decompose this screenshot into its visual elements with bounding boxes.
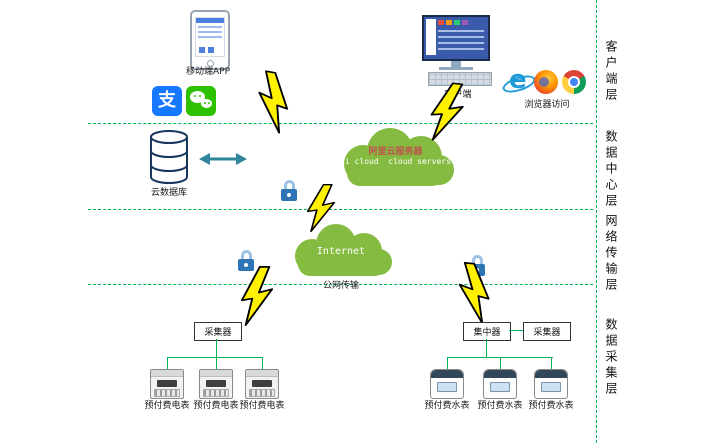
- connector-line: [167, 357, 263, 358]
- concentrator-box: 集中器: [463, 322, 511, 341]
- connector-line: [262, 358, 263, 369]
- lock-icon: [238, 250, 254, 271]
- browser-access-label: 浏览器访问: [524, 100, 570, 110]
- ali-cloud-subtitle: li cloud cloud servers: [340, 157, 451, 166]
- connector-line: [551, 358, 552, 369]
- internet-label: Internet: [316, 246, 366, 257]
- client-label: 客户端: [444, 90, 472, 100]
- lock-icon: [281, 180, 297, 201]
- desktop-computer-icon: [422, 15, 494, 87]
- collector-box-right: 采集器: [523, 322, 571, 341]
- alipay-icon: 支: [152, 86, 182, 116]
- lightning-bolt-icon: [240, 266, 274, 326]
- water-meter-label: 预付费水表: [424, 401, 470, 411]
- layer-divider-2: [88, 209, 593, 210]
- lightning-bolt-icon: [454, 261, 494, 325]
- water-meter-icon: [534, 369, 568, 399]
- layer-divider-3: [88, 284, 593, 285]
- ali-cloud-icon: 阿里云服务器 li cloud cloud servers: [333, 124, 458, 190]
- database-icon: [147, 128, 191, 190]
- layer-label-acquisition: 数据采集层: [604, 318, 618, 398]
- layer-label-client: 客户端层: [604, 40, 618, 104]
- lightning-bolt-icon: [427, 80, 467, 143]
- water-meter-icon: [430, 369, 464, 399]
- lightning-bolt-icon: [251, 70, 295, 135]
- water-meter-label: 预付费水表: [477, 401, 523, 411]
- keyboard-icon: [428, 72, 492, 86]
- wechat-icon: [186, 86, 216, 116]
- layer-divider-vertical: [596, 0, 597, 443]
- internet-cloud-icon: Internet: [286, 220, 396, 280]
- alipay-glyph: 支: [158, 90, 176, 111]
- ali-cloud-title: 阿里云服务器: [368, 147, 423, 157]
- mobile-app-label: 移动端APP: [185, 67, 230, 77]
- connector-line: [216, 339, 217, 357]
- sync-arrow-icon: [198, 150, 248, 172]
- mobile-phone-icon: [190, 10, 230, 70]
- electric-meter-label: 预付费电表: [193, 401, 239, 411]
- electric-meter-icon: [199, 369, 233, 399]
- connector-line: [447, 357, 553, 358]
- layer-label-network: 网络传输层: [604, 214, 618, 294]
- layer-label-data-center: 数据中心层: [604, 130, 618, 210]
- water-meter-label: 预付费水表: [528, 401, 574, 411]
- connector-line: [509, 330, 523, 331]
- firefox-icon: [534, 70, 558, 94]
- electric-meter-label: 预付费电表: [239, 401, 285, 411]
- electric-meter-icon: [150, 369, 184, 399]
- cloud-db-label: 云数据库: [150, 188, 187, 198]
- connector-line: [447, 358, 448, 369]
- connector-line: [167, 358, 168, 369]
- public-network-label: 公网传输: [322, 281, 359, 291]
- electric-meter-icon: [245, 369, 279, 399]
- electric-meter-label: 预付费电表: [144, 401, 190, 411]
- water-meter-icon: [483, 369, 517, 399]
- connector-line: [216, 358, 217, 369]
- connector-line: [486, 339, 487, 357]
- ie-icon: e: [500, 65, 538, 96]
- chrome-icon: [562, 70, 586, 94]
- phone-screen: [195, 17, 225, 57]
- lightning-bolt-icon: [306, 184, 336, 232]
- monitor-icon: [422, 15, 490, 61]
- collector-box-left: 采集器: [194, 322, 242, 341]
- connector-line: [500, 358, 501, 369]
- layer-divider-1: [88, 123, 593, 124]
